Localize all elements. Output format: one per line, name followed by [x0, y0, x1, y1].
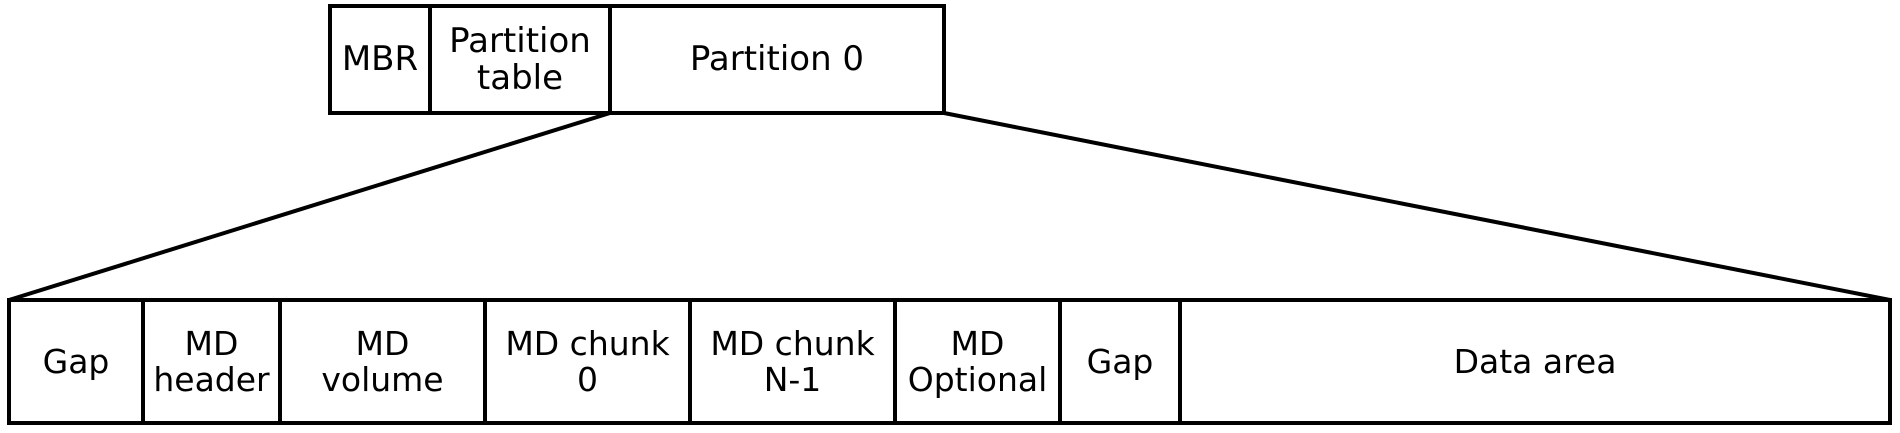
top-row-group — [328, 4, 946, 115]
left-connector — [8, 111, 611, 302]
partition-detail-row-outline — [7, 298, 1892, 425]
connectors-group — [8, 111, 1891, 302]
bottom-row-group — [7, 298, 1892, 425]
right-connector — [943, 111, 1891, 302]
disk-layout-row-outline — [328, 4, 946, 115]
